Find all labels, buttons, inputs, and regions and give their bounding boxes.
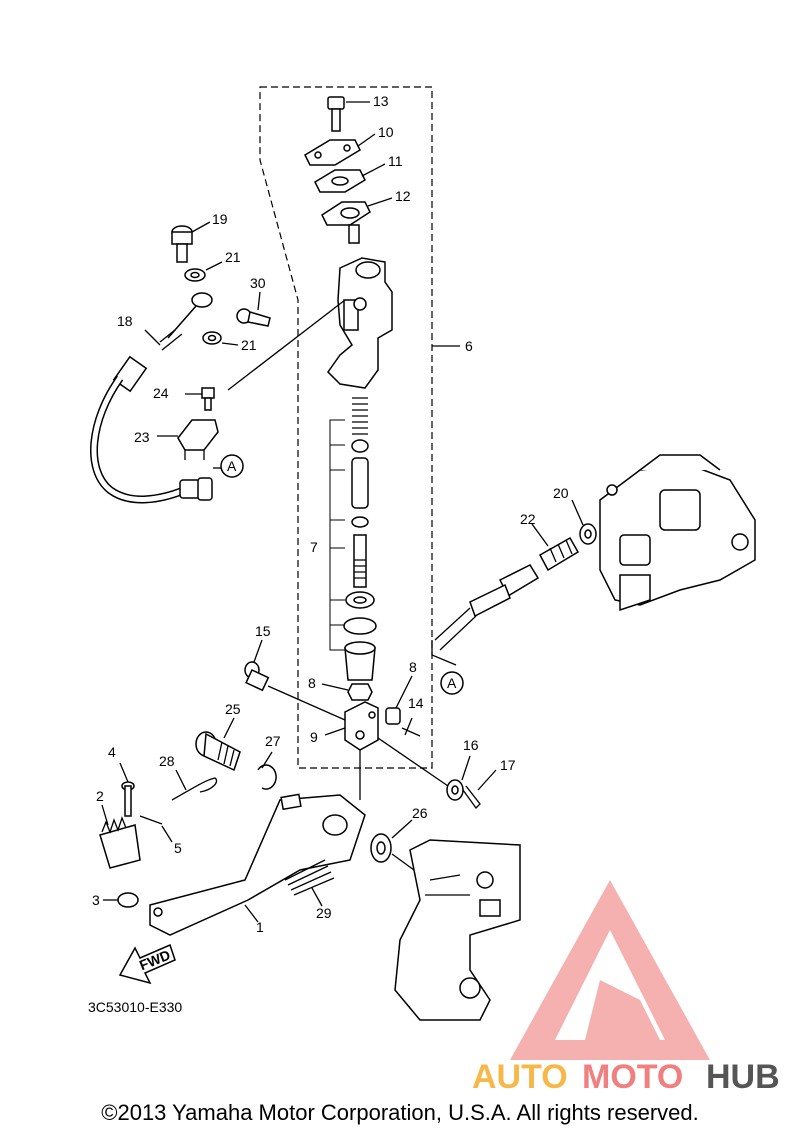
assembly-7-bracket [329,419,345,651]
watermark-text: AUTO MOTO HUB [472,1058,780,1096]
callout-6: 6 [465,338,473,354]
watermark-logo [510,880,710,1060]
connector-a-caliper: A [447,675,457,691]
callout-15: 15 [255,623,271,639]
part-21-gasket-lower [202,331,239,346]
svg-text:HUB: HUB [706,1058,780,1096]
svg-text:AUTO: AUTO [472,1058,568,1096]
part-6-master-cylinder [227,257,460,391]
part-10-reservoir-cap [304,133,376,166]
part-20-washer [571,499,597,545]
callout-1: 1 [256,919,264,935]
callout-2: 2 [96,788,104,804]
fwd-arrow: FWD [118,943,176,985]
callout-21-upper: 21 [225,249,241,265]
part-22-union-fitting [531,523,580,572]
part-5-cotter [139,815,173,843]
part-27-circlip [257,751,277,790]
part-13-bolt [327,96,370,132]
callout-25: 25 [225,701,241,717]
part-19-union-bolt [171,221,211,263]
callout-30: 30 [250,275,266,291]
part-30-bolt [236,291,271,327]
part-26-washer [370,819,426,879]
caliper-hose-end [431,564,540,695]
part-24-bolt [185,387,215,411]
connector-a-hose: A [227,458,237,474]
part-14-cotter-pin [401,717,421,737]
callout-29: 29 [316,905,332,921]
part-15-clevis-pin [244,639,346,721]
part-29-return-spring [284,859,335,907]
svg-text:MOTO: MOTO [582,1058,683,1096]
callout-27: 27 [265,733,281,749]
callout-16: 16 [463,737,479,753]
part-28-r-pin [171,769,218,801]
callout-8-right: 8 [409,659,417,675]
callout-26: 26 [412,805,428,821]
part-12-diaphragm [321,197,393,244]
diagram-code: 3C53010-E330 [88,999,182,1015]
callout-18: 18 [117,313,133,329]
part-3-collar [103,892,139,908]
callout-17: 17 [500,757,516,773]
copyright-notice: ©2013 Yamaha Motor Corporation, U.S.A. A… [101,1100,699,1125]
callout-24: 24 [153,385,169,401]
callout-11: 11 [388,153,403,169]
part-8-nut-left [321,683,373,701]
callout-14: 14 [408,695,424,711]
part-7-piston-kit [343,397,377,681]
part-1-brake-pedal [149,793,366,936]
callout-8-left: 8 [308,675,316,691]
part-11-plate [314,163,386,193]
callout-4: 4 [108,744,116,760]
part-18-brake-hose [90,292,244,504]
callout-19: 19 [212,211,228,227]
part-25-pivot-bolt [195,717,241,772]
part-21-gasket-upper [184,261,223,282]
part-8-nut-right [385,675,413,725]
frame-section [394,839,521,1021]
callout-5: 5 [174,840,182,856]
callout-20: 20 [553,485,569,501]
part-9-clevis [324,701,379,800]
callout-22: 22 [520,511,536,527]
callout-23: 23 [134,429,150,445]
callout-28: 28 [159,753,175,769]
callout-3: 3 [92,892,100,908]
callout-7: 7 [310,539,318,555]
part-23-clamp [157,419,219,460]
callout-10: 10 [378,124,394,140]
callout-12: 12 [395,188,411,204]
rear-brake-caliper [599,454,756,612]
callout-13: 13 [373,93,389,109]
assembly-6-outline [259,86,433,769]
part-17-cotter-pin [462,769,497,809]
part-2-brake-tip [99,804,141,869]
callout-9: 9 [310,729,318,745]
callout-21-lower: 21 [241,337,257,353]
part-4-pin [119,762,135,817]
part-16-washer [377,737,471,801]
